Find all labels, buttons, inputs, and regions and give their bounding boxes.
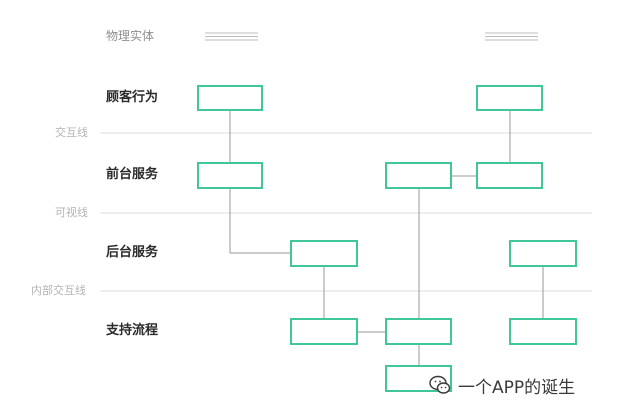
connector-front1-to-back1 bbox=[229, 188, 291, 254]
row-label-backstage: 后台服务 bbox=[106, 245, 159, 260]
row-label-support: 支持流程 bbox=[106, 323, 159, 338]
support-box-4 bbox=[509, 318, 577, 345]
support-box-1 bbox=[290, 318, 358, 345]
internal-interaction-line-label: 内部交互线 bbox=[31, 284, 86, 297]
backstage-box-2 bbox=[509, 240, 577, 267]
physical-evidence-label: 物理实体 bbox=[106, 29, 155, 43]
visibility-line-label: 可视线 bbox=[55, 206, 88, 219]
watermark-text: 一个APP的诞生 bbox=[458, 377, 576, 398]
row-label-frontstage: 前台服务 bbox=[106, 167, 159, 182]
physical-evidence-placeholder-right bbox=[485, 32, 538, 41]
frontstage-box-2 bbox=[385, 162, 452, 189]
interaction-line-label: 交互线 bbox=[55, 126, 88, 139]
frontstage-box-3 bbox=[476, 162, 543, 189]
support-box-2 bbox=[385, 318, 452, 345]
row-label-customer-actions: 顾客行为 bbox=[106, 90, 159, 105]
physical-evidence-placeholder-left bbox=[205, 32, 258, 41]
watermark: 一个APP的诞生 bbox=[428, 370, 575, 400]
backstage-box-1 bbox=[290, 240, 358, 267]
customer-action-box-2 bbox=[476, 85, 543, 111]
frontstage-box-1 bbox=[197, 162, 263, 189]
wechat-icon bbox=[429, 375, 451, 394]
customer-action-box-1 bbox=[197, 85, 263, 111]
